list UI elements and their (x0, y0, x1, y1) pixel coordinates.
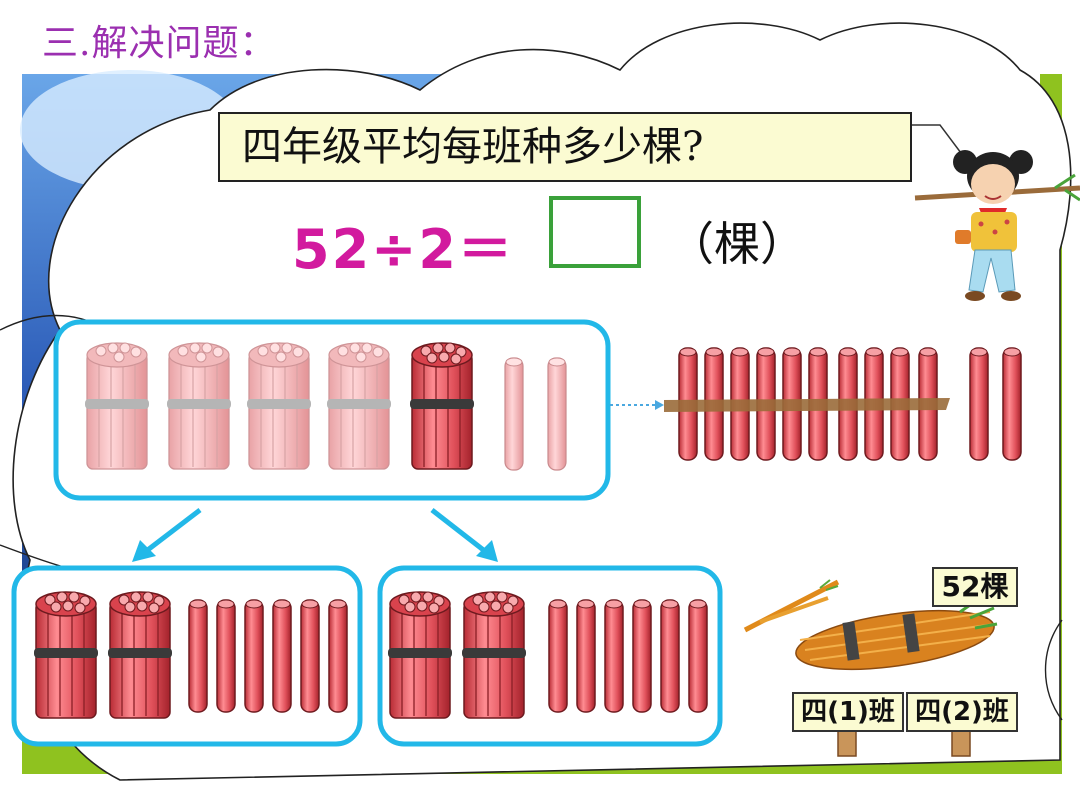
stick-bundle-icon (84, 342, 150, 470)
split-arrow-left-head (132, 540, 156, 562)
section-title: 三.解决问题： (42, 23, 277, 64)
split-arrow-left (143, 508, 202, 554)
single-stick-icon (547, 357, 567, 471)
stick-bundle-icon (326, 342, 392, 470)
total-count-tag: 52棵 (932, 567, 1018, 607)
class2-sign: 四(2)班 (906, 692, 1018, 732)
unit-label: （棵） (668, 217, 806, 271)
cloud-outline-right (1044, 619, 1063, 721)
sapling-bundle-icon (743, 579, 998, 671)
wooden-sign-icon (837, 729, 971, 757)
split-arrow-right-head (476, 540, 498, 562)
stick-bundle-icon (246, 342, 312, 470)
equation: 52÷2＝ (292, 218, 514, 281)
single-stick-icon (504, 357, 524, 471)
question-box: 四年级平均每班种多少棵? (218, 112, 912, 182)
stick-bundle-icon (461, 591, 527, 719)
split-arrow-right (430, 508, 488, 554)
class1-sign: 四(1)班 (792, 692, 904, 732)
answer-input-box[interactable] (549, 196, 641, 268)
stick-bundle-icon (166, 342, 232, 470)
stick-bundle-icon (33, 591, 99, 719)
stick-bundle-icon (387, 591, 453, 719)
girl-icon (914, 150, 1080, 301)
unbundle-arrow-head (655, 400, 664, 410)
stick-bundle-icon (409, 342, 475, 470)
stick-bundle-icon (107, 591, 173, 719)
unbundled-sticks-group (664, 347, 1022, 461)
